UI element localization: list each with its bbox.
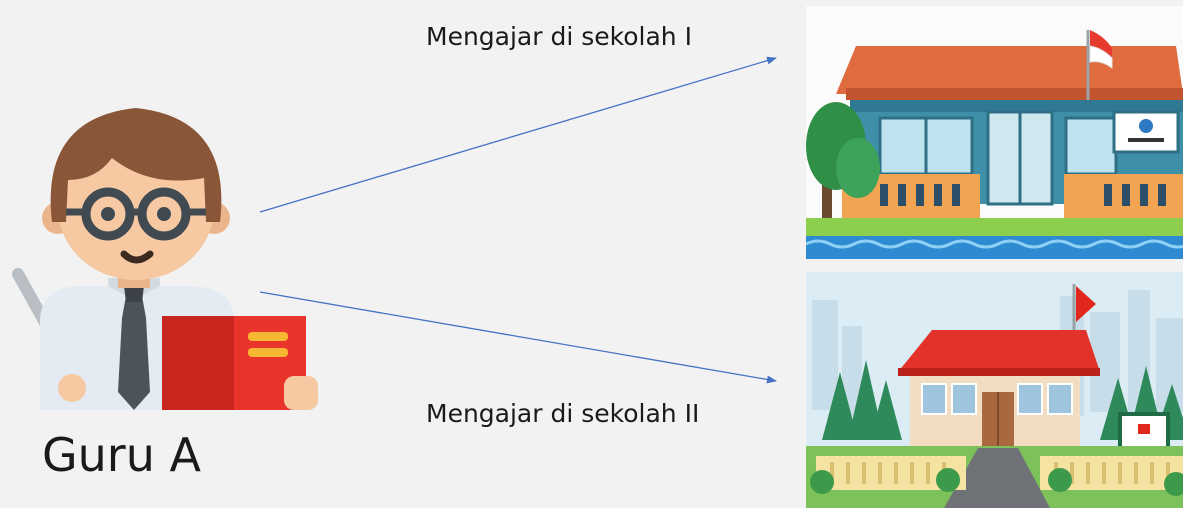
- school-2-image: [806, 272, 1183, 508]
- connection-label-school-1: Mengajar di sekolah I: [426, 22, 692, 51]
- connection-label-school-2: Mengajar di sekolah II: [426, 399, 700, 428]
- arrow-to-school-2: [259, 291, 777, 384]
- teacher-icon: [12, 108, 318, 410]
- teacher-name-label: Guru A: [42, 428, 201, 482]
- arrow-to-school-1: [259, 56, 777, 213]
- school-1-image: [806, 6, 1183, 259]
